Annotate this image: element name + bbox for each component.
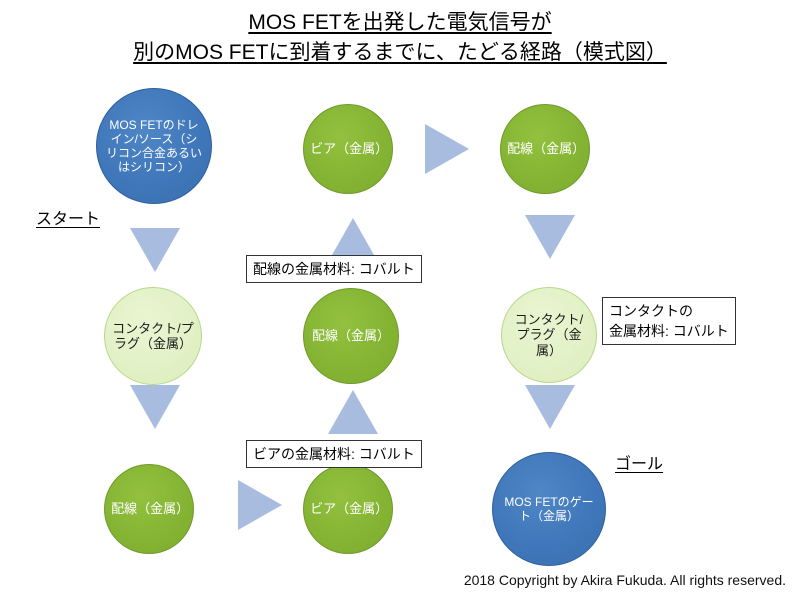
node-wiring-bottom[interactable]: 配線（金属）: [104, 464, 194, 554]
node-drain-source-label: MOS FETのドレイン/ソース（シリコン合金あるいはシリコン）: [105, 117, 202, 175]
arrow-wiring-bottom-to-via-bottom: [238, 480, 282, 530]
arrow-contact-right-to-gate: [525, 385, 575, 429]
node-via-top-label: ビア（金属）: [310, 141, 389, 157]
node-gate[interactable]: MOS FETのゲート（金属）: [492, 452, 606, 566]
arrow-wiring-top-to-contact-right: [525, 215, 575, 259]
copyright-notice: 2018 Copyright by Akira Fukuda. All righ…: [463, 572, 786, 588]
node-wiring-bottom-label: 配線（金属）: [111, 501, 190, 517]
node-wiring-top[interactable]: 配線（金属）: [500, 104, 590, 194]
node-wiring-middle[interactable]: 配線（金属）: [303, 288, 399, 384]
callout-contact-material-line-1: コンタクトの: [609, 303, 693, 319]
title-line-2: 別のMOS FETに到着するまでに、たどる経路（模式図）: [133, 41, 667, 64]
start-marker: スタート: [36, 211, 101, 228]
node-via-bottom[interactable]: ビア（金属）: [303, 464, 393, 554]
title-line-1: MOS FETを出発した電気信号が: [248, 11, 552, 34]
arrow-contact-to-wiring-bottom: [130, 385, 180, 429]
node-via-top[interactable]: ビア（金属）: [303, 104, 393, 194]
node-via-bottom-label: ビア（金属）: [310, 501, 389, 517]
node-contact-plug-right[interactable]: コンタクト/プラグ（金属）: [501, 287, 597, 383]
arrow-wiring-middle-to-via-top: [328, 218, 378, 262]
arrow-drain-to-contact: [130, 228, 180, 272]
node-contact-plug-left-label: コンタクト/プラグ（金属）: [112, 320, 194, 351]
callout-via-material-text: ビアの金属材料: コバルト: [253, 446, 415, 462]
callout-wiring-material: 配線の金属材料: コバルト: [246, 255, 422, 283]
callout-wiring-material-text: 配線の金属材料: コバルト: [253, 261, 415, 277]
goal-marker: ゴール: [615, 456, 664, 473]
callout-contact-material: コンタクトの 金属材料: コバルト: [602, 297, 736, 345]
arrow-via-bottom-to-wiring-middle: [328, 390, 378, 434]
node-wiring-middle-label: 配線（金属）: [311, 328, 390, 344]
callout-via-material: ビアの金属材料: コバルト: [246, 440, 422, 468]
node-contact-plug-left[interactable]: コンタクト/プラグ（金属）: [104, 287, 202, 385]
node-contact-plug-right-label: コンタクト/プラグ（金属）: [514, 312, 584, 358]
arrow-via-top-to-wiring-top: [425, 124, 469, 174]
node-drain-source[interactable]: MOS FETのドレイン/ソース（シリコン合金あるいはシリコン）: [96, 88, 212, 204]
callout-contact-material-line-2: 金属材料: コバルト: [609, 323, 729, 339]
node-wiring-top-label: 配線（金属）: [507, 141, 586, 157]
page-title: MOS FETを出発した電気信号が 別のMOS FETに到着するまでに、たどる経…: [0, 8, 800, 68]
node-gate-label: MOS FETのゲート（金属）: [504, 494, 594, 523]
